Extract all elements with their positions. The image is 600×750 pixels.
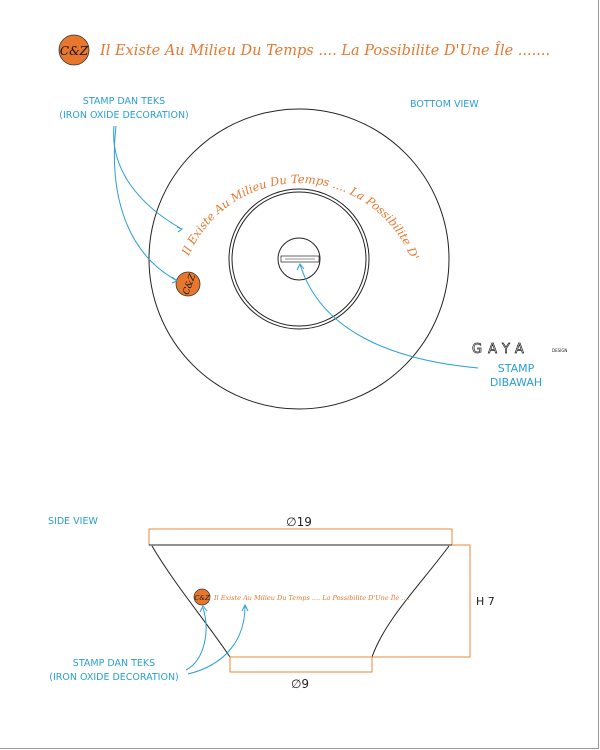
side-badge — [193, 588, 211, 606]
height-dimension-line — [372, 544, 471, 658]
bottom-leader-to-text — [113, 125, 181, 229]
bowl-left-wall — [151, 545, 231, 658]
stamp-leader — [299, 263, 479, 369]
bottom-dimension-box — [229, 656, 373, 673]
side-leader-to-badge — [185, 607, 207, 671]
bowl-right-wall — [371, 545, 450, 658]
header-badge — [58, 34, 90, 66]
side-leader-to-text — [187, 605, 246, 675]
side-badge-text: C&Z — [194, 594, 210, 602]
center-stamp-logo — [280, 255, 320, 263]
bottom-callout-line2: (IRON OXIDE DECORATION) — [59, 110, 189, 121]
foot-ring-outer — [228, 188, 370, 330]
side-leader-arrow-2 — [241, 603, 249, 612]
side-view-label: SIDE VIEW — [48, 516, 98, 527]
bottom-diameter-label: ∅9 — [291, 677, 309, 691]
header: C&Z Il Existe Au Milieu Du Temps .... La… — [58, 34, 550, 66]
brand-logo-sub: DESIGN — [552, 348, 567, 353]
bottom-view: BOTTOM VIEW Il Existe Au Milieu Du Temps… — [0, 0, 567, 410]
bottom-leader-arrow-2 — [171, 276, 178, 284]
top-dimension-box — [148, 528, 453, 546]
height-label: H 7 — [476, 595, 495, 608]
header-badge-text: C&Z — [60, 44, 89, 58]
side-view: SIDE VIEW ∅19 ∅9 H 7 C&Z Il Existe Au Mi… — [48, 515, 495, 691]
foot-ring-inner — [231, 191, 367, 327]
stamp-callout-line1: STAMP — [498, 362, 535, 375]
bottom-leader-to-badge — [113, 125, 177, 281]
side-leader-arrow-1 — [199, 605, 208, 613]
side-callout-line2: (IRON OXIDE DECORATION) — [49, 672, 179, 683]
bottom-leader-arrow-1 — [176, 226, 184, 233]
bottom-callout-line1: STAMP DAN TEKS — [83, 96, 165, 107]
stamp-circle — [277, 237, 321, 281]
top-diameter-label: ∅19 — [286, 515, 312, 529]
stamp-callout-line2: DIBAWAH — [490, 376, 542, 389]
bottom-view-label: BOTTOM VIEW — [410, 99, 479, 110]
header-title: Il Existe Au Milieu Du Temps .... La Pos… — [99, 41, 550, 59]
brand-logo: GAYA — [472, 342, 530, 357]
stamp-leader-arrow — [296, 263, 305, 271]
side-callout-line1: STAMP DAN TEKS — [73, 658, 155, 669]
side-inline-text: Il Existe Au Milieu Du Temps .... La Pos… — [213, 593, 410, 602]
bottom-badge — [175, 271, 201, 297]
